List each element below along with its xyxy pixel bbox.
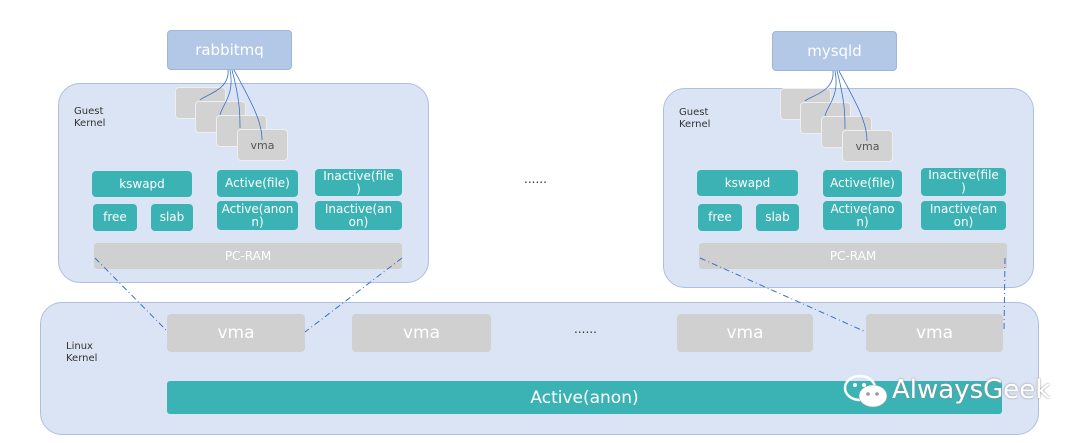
process-vma-link [824, 70, 837, 117]
vma-label-right: vma [842, 130, 893, 162]
free-box-left: free [93, 204, 137, 231]
process-mysqld: mysqld [772, 31, 897, 71]
mapping-line-right-b [1003, 257, 1006, 333]
inactive-anon-box-left: Inactive(an on) [315, 201, 402, 230]
active-file-box-right: Active(file) [823, 170, 902, 197]
guest-ellipsis: ...... [524, 172, 547, 186]
mapping-line-left-b [304, 257, 403, 333]
slab-box-left: slab [151, 204, 193, 231]
process-rabbitmq: rabbitmq [167, 30, 292, 70]
process-vma-link [804, 70, 834, 102]
host-vma-2: vma [352, 314, 491, 352]
kswapd-box-left: kswapd [92, 171, 192, 197]
vma-label-left: vma [237, 129, 288, 161]
process-vma-link [219, 69, 232, 116]
free-box-right: free [698, 204, 742, 231]
slab-box-right: slab [756, 204, 799, 231]
mapping-line-left-a [94, 257, 169, 333]
process-vma-link [199, 69, 229, 101]
process-vma-link [838, 70, 868, 142]
wechat-icon [842, 372, 890, 410]
active-anon-box-right: Active(ano n) [823, 201, 902, 230]
guest-kernel-label-right: Guest Kernel [679, 107, 711, 130]
active-file-box-left: Active(file) [217, 170, 298, 197]
active-anon-box-left: Active(anon n) [217, 201, 298, 230]
pc-ram-bar-right: PC-RAM [699, 243, 1007, 269]
host-vma-1: vma [167, 314, 305, 352]
pc-ram-bar-left: PC-RAM [94, 243, 402, 269]
guest-kernel-label-left: Guest Kernel [74, 106, 106, 129]
mapping-line-right-a [699, 257, 867, 333]
host-vma-4: vma [866, 314, 1003, 352]
process-vma-link [233, 69, 263, 141]
inactive-file-box-left: Inactive(file ) [315, 169, 402, 196]
watermark-text: AlwaysGeek [892, 375, 1051, 405]
process-vma-link [231, 69, 241, 129]
linux-kernel-label: Linux Kernel [66, 341, 98, 364]
host-vma-3: vma [677, 314, 813, 352]
process-vma-link [836, 70, 846, 130]
inactive-anon-box-right: Inactive(an on) [921, 201, 1006, 230]
host-ellipsis: ...... [574, 322, 597, 336]
kswapd-box-right: kswapd [697, 170, 798, 196]
inactive-file-box-right: Inactive(file ) [921, 168, 1006, 196]
